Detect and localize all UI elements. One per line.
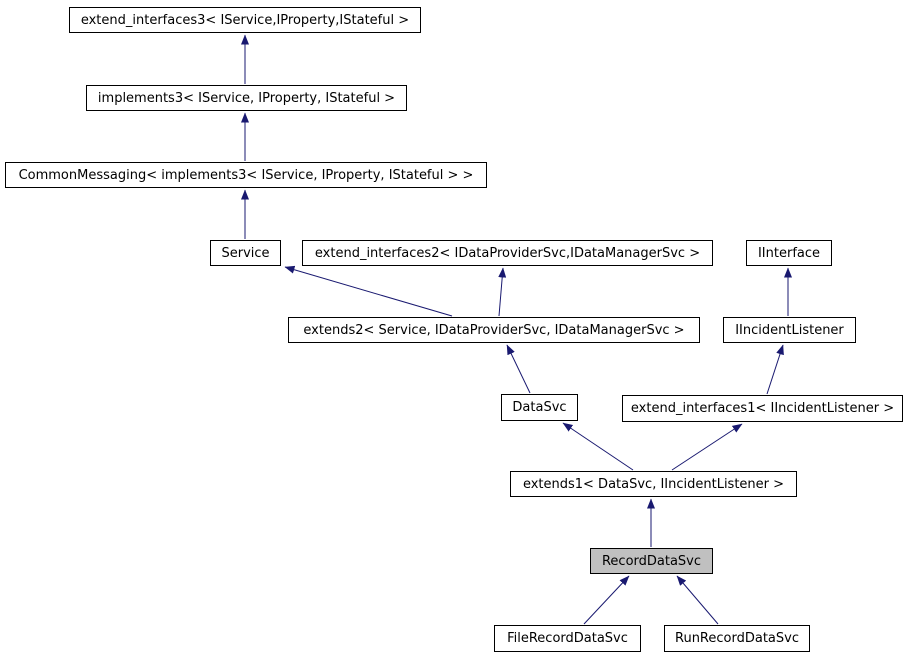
node-runrecorddatasvc[interactable]: RunRecordDataSvc [664,625,810,652]
inheritance-arrow-extends1-datasvc [562,422,634,471]
inheritance-arrow-extend_interfaces1-iincidentlistener [766,344,784,395]
inheritance-arrow-runrecorddatasvc-recorddatasvc [676,575,719,625]
inheritance-arrow-extends2-service [284,265,453,317]
node-extend-interfaces1[interactable]: extend_interfaces1< IIncidentListener > [622,395,903,422]
node-extends1[interactable]: extends1< DataSvc, IIncidentListener > [510,471,797,497]
node-iinterface[interactable]: IInterface [746,240,832,266]
node-implements3[interactable]: implements3< IService, IProperty, IState… [86,85,407,111]
node-datasvc[interactable]: DataSvc [501,394,578,421]
node-filerecorddatasvc[interactable]: FileRecordDataSvc [494,625,641,652]
node-service[interactable]: Service [210,240,281,266]
node-extend-interfaces2[interactable]: extend_interfaces2< IDataProviderSvc,IDa… [302,240,713,266]
inheritance-arrow-extends2-extend_interfaces2 [498,267,507,317]
node-extend-interfaces3[interactable]: extend_interfaces3< IService,IProperty,I… [69,7,421,33]
node-recorddatasvc: RecordDataSvc [590,548,713,574]
inheritance-arrow-filerecorddatasvc-recorddatasvc [583,575,630,625]
inheritance-arrow-datasvc-extends2 [506,344,531,394]
inheritance-arrow-extends1-extend_interfaces1 [671,423,743,471]
node-extends2[interactable]: extends2< Service, IDataProviderSvc, IDa… [288,317,700,343]
node-iincidentlistener[interactable]: IIncidentListener [723,317,856,343]
node-commonmessaging[interactable]: CommonMessaging< implements3< IService, … [5,162,487,188]
